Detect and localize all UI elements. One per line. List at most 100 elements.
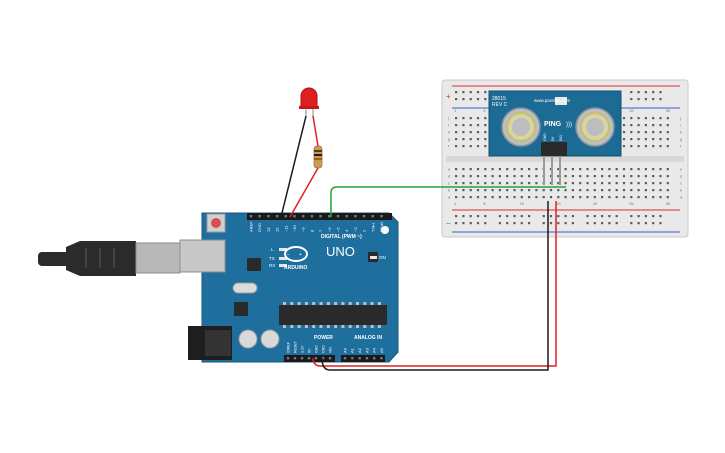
breadboard-hole[interactable] (666, 145, 669, 148)
digital-pin[interactable] (354, 215, 357, 218)
breadboard-hole[interactable] (630, 196, 633, 199)
breadboard-hole[interactable] (666, 117, 669, 120)
breadboard-hole[interactable] (476, 189, 480, 192)
breadboard-hole[interactable] (455, 124, 458, 127)
rail-hole[interactable] (462, 91, 465, 94)
breadboard-hole[interactable] (455, 175, 458, 178)
power-pin[interactable] (314, 357, 318, 360)
breadboard-hole[interactable] (462, 117, 465, 120)
rail-hole[interactable] (455, 98, 458, 101)
breadboard-hole[interactable] (659, 138, 662, 141)
breadboard-hole[interactable] (630, 175, 633, 178)
rail-hole[interactable] (469, 91, 472, 94)
rail-hole[interactable] (593, 215, 596, 218)
breadboard-hole[interactable] (659, 168, 662, 171)
breadboard-hole[interactable] (630, 182, 633, 185)
breadboard-hole[interactable] (666, 175, 669, 178)
rail-hole[interactable] (557, 222, 560, 225)
breadboard-hole[interactable] (513, 189, 516, 192)
led-resistor-wire[interactable] (312, 115, 319, 147)
digital-pin[interactable] (249, 215, 253, 218)
breadboard-hole[interactable] (469, 145, 472, 148)
breadboard-hole[interactable] (644, 145, 647, 148)
rail-hole[interactable] (608, 222, 611, 225)
power-5v-wire[interactable] (312, 201, 557, 367)
breadboard-hole[interactable] (608, 196, 611, 199)
breadboard-hole[interactable] (608, 168, 611, 171)
breadboard-hole[interactable] (520, 168, 523, 171)
rail-hole[interactable] (469, 215, 472, 218)
breadboard-hole[interactable] (579, 182, 582, 185)
rail-hole[interactable] (520, 222, 523, 225)
breadboard-hole[interactable] (615, 182, 618, 185)
breadboard-hole[interactable] (557, 168, 560, 171)
rail-hole[interactable] (462, 98, 465, 101)
rail-hole[interactable] (601, 222, 604, 225)
rail-hole[interactable] (513, 222, 516, 225)
analog-pin[interactable] (365, 357, 369, 360)
breadboard-hole[interactable] (520, 182, 523, 185)
rail-hole[interactable] (498, 215, 501, 218)
breadboard-hole[interactable] (462, 189, 465, 192)
rail-hole[interactable] (630, 98, 633, 101)
breadboard-hole[interactable] (630, 168, 633, 171)
usb-cable[interactable] (38, 241, 181, 276)
breadboard-hole[interactable] (469, 131, 472, 134)
rail-hole[interactable] (652, 91, 655, 94)
breadboard-hole[interactable] (593, 182, 596, 185)
resistor-pin-wire[interactable] (289, 167, 319, 218)
breadboard-hole[interactable] (601, 196, 604, 199)
breadboard-hole[interactable] (506, 189, 509, 192)
breadboard-hole[interactable] (637, 168, 640, 171)
rail-hole[interactable] (652, 98, 655, 101)
breadboard-hole[interactable] (659, 131, 662, 134)
breadboard-hole[interactable] (528, 175, 531, 178)
rail-hole[interactable] (476, 222, 480, 225)
digital-pin[interactable] (302, 215, 305, 218)
signal-wire[interactable] (330, 186, 566, 217)
breadboard-hole[interactable] (469, 124, 472, 127)
breadboard-hole[interactable] (513, 182, 516, 185)
power-pin[interactable] (286, 357, 290, 360)
digital-pin[interactable] (328, 215, 331, 218)
breadboard-hole[interactable] (455, 189, 458, 192)
breadboard-hole[interactable] (593, 168, 596, 171)
rail-hole[interactable] (615, 215, 618, 218)
breadboard-hole[interactable] (528, 182, 531, 185)
breadboard-hole[interactable] (659, 182, 662, 185)
breadboard-hole[interactable] (491, 182, 494, 185)
breadboard-hole[interactable] (637, 117, 640, 120)
breadboard-hole[interactable] (513, 175, 516, 178)
breadboard-hole[interactable] (571, 182, 574, 185)
rail-hole[interactable] (652, 215, 655, 218)
rail-hole[interactable] (549, 222, 553, 225)
breadboard-hole[interactable] (462, 182, 465, 185)
rail-hole[interactable] (615, 222, 618, 225)
digital-pin[interactable] (371, 215, 374, 218)
rail-hole[interactable] (644, 91, 647, 94)
analog-pin[interactable] (358, 357, 361, 360)
breadboard-hole[interactable] (622, 182, 626, 185)
rail-hole[interactable] (476, 215, 480, 218)
breadboard-hole[interactable] (476, 131, 480, 134)
breadboard-hole[interactable] (637, 189, 640, 192)
breadboard-hole[interactable] (586, 168, 589, 171)
breadboard-hole[interactable] (491, 196, 494, 199)
breadboard-hole[interactable] (484, 168, 487, 171)
breadboard-hole[interactable] (455, 117, 458, 120)
rail-hole[interactable] (659, 98, 662, 101)
rail-hole[interactable] (506, 215, 509, 218)
rail-hole[interactable] (455, 222, 458, 225)
rail-hole[interactable] (637, 222, 640, 225)
rail-hole[interactable] (462, 215, 465, 218)
breadboard-hole[interactable] (622, 145, 626, 148)
breadboard-hole[interactable] (644, 168, 647, 171)
breadboard-hole[interactable] (608, 189, 611, 192)
breadboard-hole[interactable] (652, 175, 655, 178)
rail-hole[interactable] (455, 91, 458, 94)
rail-hole[interactable] (637, 98, 640, 101)
breadboard-hole[interactable] (659, 175, 662, 178)
breadboard-hole[interactable] (622, 117, 626, 120)
digital-pin[interactable] (284, 215, 287, 218)
breadboard-hole[interactable] (659, 124, 662, 127)
